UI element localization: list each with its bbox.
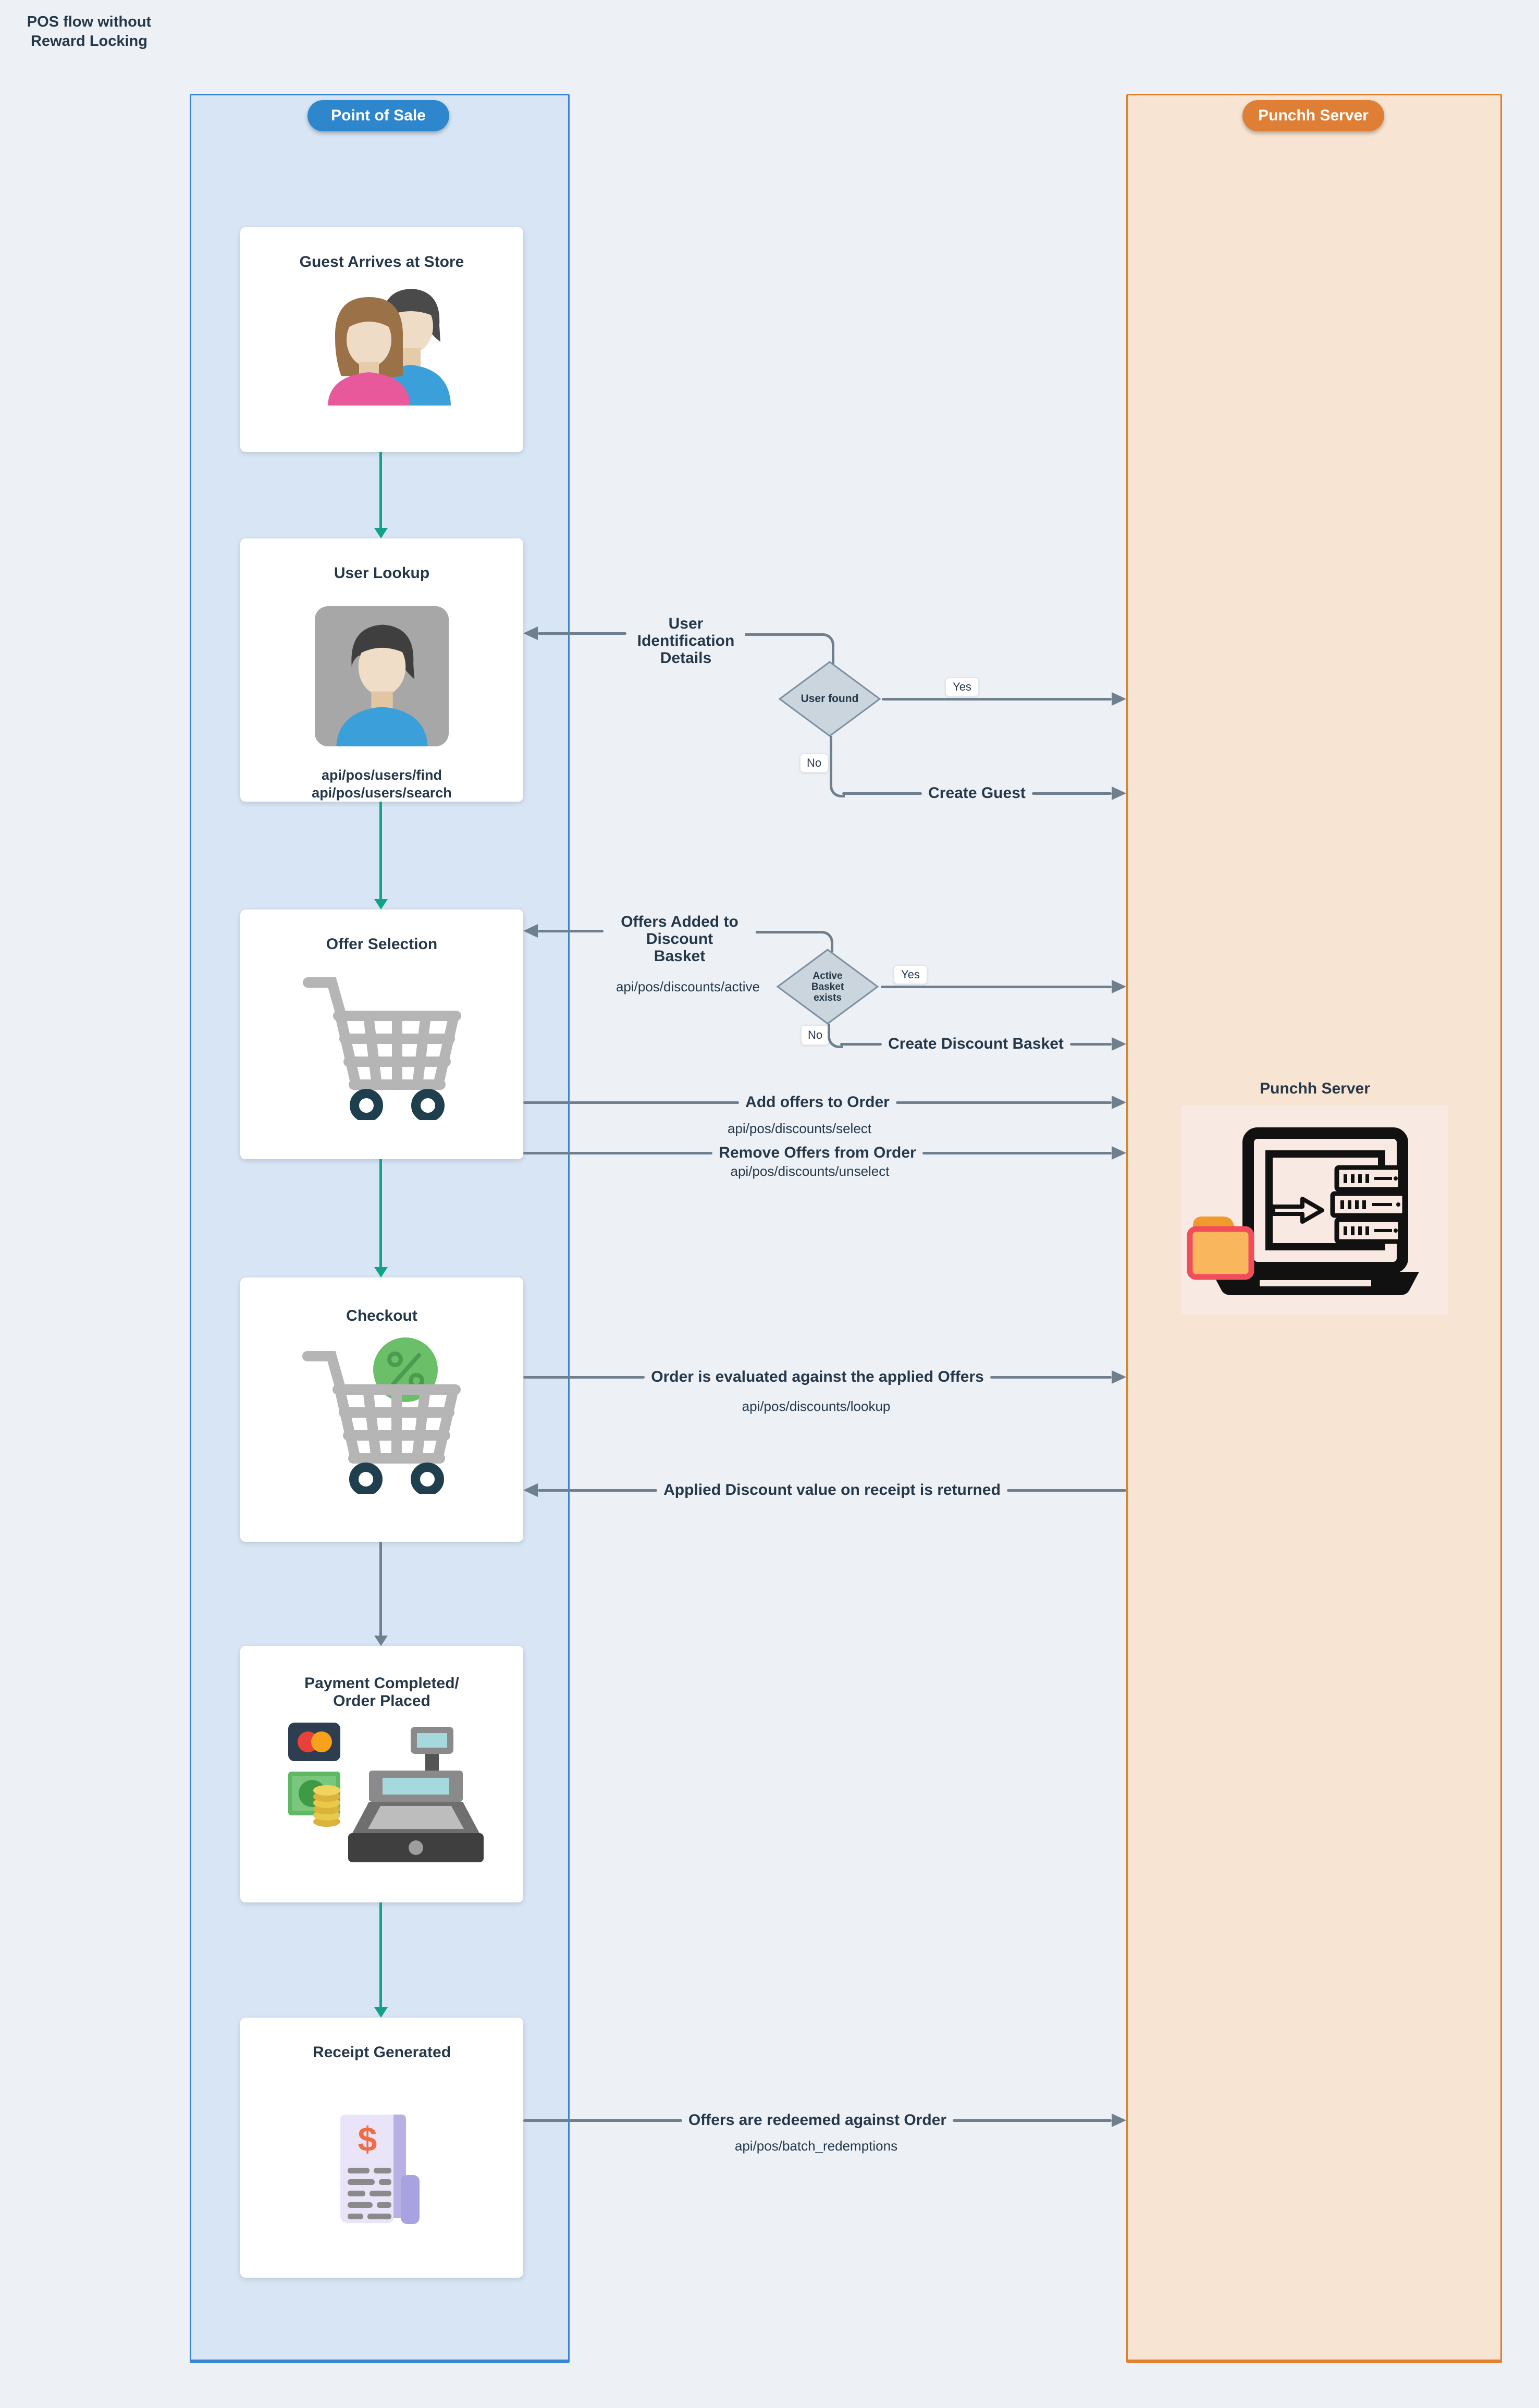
arrowhead-right-icon [1112,2114,1126,2127]
user-ident-line-left [538,632,626,635]
dollar-icon: $ [358,2120,377,2158]
connector-userlookup-to-offer [379,802,382,900]
create-guest-corner [830,736,845,797]
arrowhead-right-icon [1112,1146,1127,1160]
arrowhead-right-icon [1112,980,1126,993]
step-guest-arrives: Guest Arrives at Store [240,227,523,452]
step-user-lookup: User Lookup api/pos/users/find api/pos/u… [240,538,523,802]
applied-discount-arrow: Applied Discount value on receipt is ret… [523,1481,1127,1498]
step-payment-title-line2: Order Placed [333,1692,430,1710]
step-offer-selection-title: Offer Selection [326,936,438,953]
offers-added-label: Offers Added to Discount Basket [621,913,738,965]
step-offer-selection: Offer Selection [240,910,523,1159]
step-payment-title-line1: Payment Completed/ [304,1675,459,1692]
offers-redeemed-label: Offers are redeemed against Order [688,2111,947,2129]
credit-card-icon [288,1723,340,1761]
page-title-line1: POS flow without [27,14,152,30]
cash-register-icon [348,1727,484,1862]
step-checkout: Checkout [240,1277,523,1542]
arrowhead-right-icon [1112,787,1126,800]
yes-active-basket-arrow [881,980,1126,993]
receipt-icon: $ [340,2115,420,2224]
connector-guest-to-userlookup [379,452,382,529]
page-title-line2: Reward Locking [31,33,147,50]
payment-icons [288,1723,484,1862]
cart-icon [302,977,461,1120]
yes-user-found-arrow [882,692,1126,706]
server-stack-icon [1330,1165,1407,1244]
user-identification-label: User Identification Details [637,615,735,667]
api-select-caption: api/pos/discounts/select [727,1121,872,1136]
remove-offers-arrow: Remove Offers from Order [523,1144,1127,1161]
user-lookup-api: api/pos/users/find api/pos/users/search [312,766,452,802]
add-offers-arrow: Add offers to Order [523,1094,1126,1111]
punchh-server-image [1181,1106,1448,1314]
arrowhead-right-icon [1112,1096,1126,1109]
punchh-server-label: Punchh Server [1260,1080,1370,1097]
step-receipt: Receipt Generated $ [240,2018,523,2278]
applied-discount-label: Applied Discount value on receipt is ret… [663,1481,1001,1498]
create-discount-basket-label: Create Discount Basket [888,1035,1064,1052]
diamond-active-basket: Active Basket exists [775,948,880,1026]
arrowhead-right-icon [1112,1370,1126,1384]
arrowhead-left-icon [523,1483,538,1497]
order-evaluated-label: Order is evaluated against the applied O… [651,1368,984,1385]
step-user-lookup-title: User Lookup [334,564,430,582]
diamond-user-found: User found [778,660,882,738]
step-checkout-title: Checkout [346,1307,417,1324]
api-users-find: api/pos/users/find [321,767,442,783]
create-guest-arrow: Create Guest [842,784,1126,802]
arrowhead-down-icon [374,899,388,910]
page-title: POS flow without Reward Locking [20,13,158,51]
step-payment: Payment Completed/ Order Placed [240,1646,523,1902]
connector-checkout-to-payment [379,1542,382,1637]
offers-added-line-left [538,930,604,932]
remove-offers-label: Remove Offers from Order [719,1144,916,1161]
offers-added-corner [756,931,833,952]
step-guest-title: Guest Arrives at Store [299,253,464,271]
api-unselect-caption: api/pos/discounts/unselect [730,1163,890,1179]
step-receipt-title: Receipt Generated [312,2044,451,2061]
offers-redeemed-arrow: Offers are redeemed against Order [523,2111,1126,2129]
arrowhead-left-icon [523,924,538,938]
api-users-search: api/pos/users/search [312,785,452,801]
arrowhead-down-icon [374,2007,388,2018]
arrowhead-right-icon [1112,1037,1127,1051]
api-active-caption: api/pos/discounts/active [615,979,760,994]
checkout-cart-icon [302,1337,461,1494]
punchh-lane-pill: Punchh Server [1242,100,1384,131]
arrowhead-right-icon [1112,692,1126,706]
arrowhead-down-icon [374,1267,388,1277]
create-guest-label: Create Guest [928,784,1026,802]
arrowhead-down-icon [374,528,388,538]
guest-couple-icon [327,289,451,406]
folder-icon [1187,1217,1254,1280]
arrowhead-down-icon [374,1636,388,1646]
chip-yes-user-found: Yes [945,677,979,697]
transfer-arrow-icon [1271,1197,1324,1224]
api-batch-caption: api/pos/batch_redemptions [734,2138,898,2154]
chip-no-user-found: No [799,753,829,773]
step-payment-title: Payment Completed/ Order Placed [304,1675,459,1710]
chip-yes-active-basket: Yes [893,965,928,985]
coins-icon [313,1785,340,1827]
connector-offer-to-checkout [379,1159,382,1268]
create-basket-corner [828,1024,843,1048]
arrowhead-left-icon [523,626,538,640]
connector-payment-to-receipt [379,1902,382,2008]
add-offers-label: Add offers to Order [745,1094,890,1111]
user-avatar-icon [314,606,449,746]
api-lookup-caption: api/pos/discounts/lookup [742,1398,891,1414]
pos-lane-pill: Point of Sale [307,100,449,131]
order-evaluated-arrow: Order is evaluated against the applied O… [523,1368,1126,1385]
user-ident-corner [745,633,834,665]
chip-no-active-basket: No [801,1025,830,1046]
create-discount-basket-arrow: Create Discount Basket [840,1035,1127,1052]
